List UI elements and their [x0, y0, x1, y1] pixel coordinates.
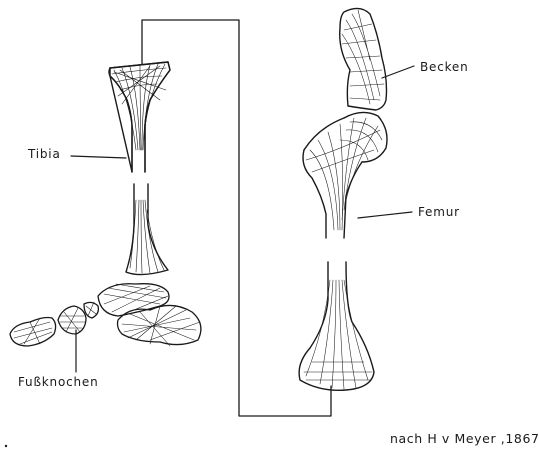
tibia-label: Tibia — [28, 147, 61, 161]
fussknochen-label: Fußknochen — [18, 375, 99, 389]
corner-mark — [5, 445, 7, 447]
tibia-trabeculae-upper — [112, 64, 166, 150]
tibia-bone — [109, 62, 170, 275]
femur-label: Femur — [418, 205, 460, 219]
source-credit: nach H v Meyer ,1867 — [390, 431, 539, 446]
becken-label: Becken — [420, 60, 469, 74]
becken-bone — [340, 8, 387, 110]
connector-bracket — [142, 20, 331, 416]
femur-bone — [299, 112, 387, 390]
foot-bones — [10, 284, 201, 346]
tibia-trabeculae-lower — [130, 200, 164, 273]
